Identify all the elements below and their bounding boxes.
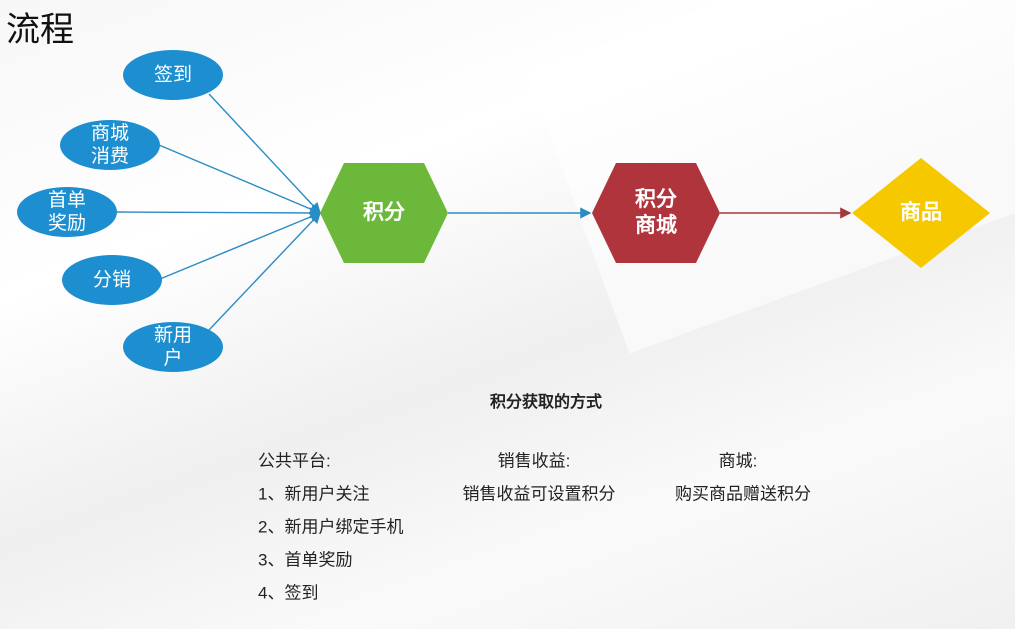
points-mall-label: 积分 商城 [635, 187, 677, 239]
source-label-distribution: 分销 [92, 269, 132, 291]
mall-heading: 商城: [718, 451, 758, 471]
source-label-checkin: 签到 [153, 64, 193, 86]
goods-diamond [852, 158, 990, 268]
connector-distribution [159, 211, 322, 280]
sales-item: 销售收益可设置积分 [462, 484, 616, 504]
label-line: 商城 [635, 214, 677, 237]
label-line: 积分 [635, 188, 677, 211]
mall-item: 购买商品赠送积分 [675, 484, 811, 504]
public-platform-item: 1、新用户关注 [258, 484, 370, 504]
source-label-new-user: 新用 户 [154, 324, 192, 370]
public-platform-item: 2、新用户绑定手机 [258, 517, 404, 537]
source-node-mall-spend [60, 120, 160, 170]
source-node-new-user [123, 322, 223, 372]
source-node-first-order [17, 187, 117, 237]
sales-heading: 销售收益: [497, 451, 571, 471]
points-label: 积分 [363, 201, 405, 224]
public-platform-heading: 公共平台: [258, 451, 331, 471]
slide-title: 流程 [6, 11, 74, 49]
source-label-first-order: 首单 奖励 [48, 189, 86, 235]
label-line: 商城 [90, 123, 130, 144]
source-node-distribution [62, 255, 162, 305]
label-line: 新用 [153, 325, 193, 346]
label-line: 消费 [90, 146, 130, 167]
source-node-checkin [123, 50, 223, 100]
connector-new-user [208, 211, 321, 331]
points-hexagon [320, 163, 448, 263]
methods-caption: 积分获取的方式 [489, 394, 603, 411]
points-mall-hexagon [592, 163, 720, 263]
connector-first-order [116, 207, 322, 219]
public-platform-item: 4、签到 [258, 583, 319, 603]
label-line: 户 [163, 348, 183, 369]
source-label-mall-spend: 商城 消费 [91, 122, 129, 168]
connector-mall-spend [158, 144, 322, 215]
public-platform-item: 3、首单奖励 [258, 550, 353, 570]
connector-checkin [208, 93, 321, 215]
label-line: 奖励 [47, 213, 87, 234]
label-line: 首单 [47, 190, 87, 211]
goods-label: 商品 [900, 201, 942, 224]
